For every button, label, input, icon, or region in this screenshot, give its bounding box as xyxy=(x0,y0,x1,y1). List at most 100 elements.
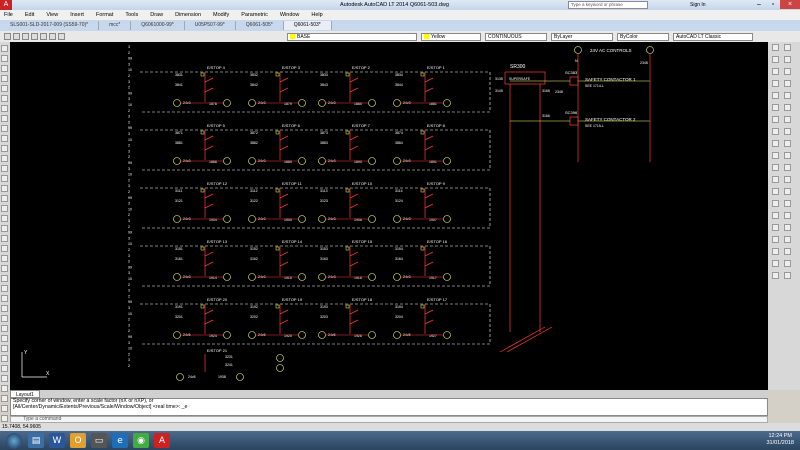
tool-icon[interactable] xyxy=(772,92,779,99)
tool-icon[interactable] xyxy=(1,235,8,242)
tool-icon[interactable] xyxy=(1,275,8,282)
tool-icon[interactable] xyxy=(784,200,791,207)
tool-icon[interactable] xyxy=(772,56,779,63)
tool-icon[interactable] xyxy=(1,45,8,52)
tool-icon[interactable] xyxy=(772,200,779,207)
tool-icon[interactable] xyxy=(1,215,8,222)
tool-icon[interactable] xyxy=(772,116,779,123)
document-tab[interactable]: mcc* xyxy=(99,21,132,30)
tool-icon[interactable] xyxy=(1,405,8,412)
undo-icon[interactable] xyxy=(40,33,47,40)
workspace-combo[interactable]: AutoCAD LT Classic xyxy=(673,32,753,41)
print-icon[interactable] xyxy=(31,33,38,40)
tool-icon[interactable] xyxy=(1,175,8,182)
tool-icon[interactable] xyxy=(1,65,8,72)
menu-view[interactable]: View xyxy=(46,12,59,18)
chrome-icon[interactable]: ◉ xyxy=(133,433,149,448)
menu-draw[interactable]: Draw xyxy=(150,12,164,18)
tool-icon[interactable] xyxy=(1,145,8,152)
tool-icon[interactable] xyxy=(784,56,791,63)
tool-icon[interactable] xyxy=(784,224,791,231)
sign-in-link[interactable]: Sign In xyxy=(690,2,706,8)
layer-properties-icon[interactable] xyxy=(58,33,65,40)
minimize-icon[interactable]: – xyxy=(757,1,761,8)
tool-icon[interactable] xyxy=(1,105,8,112)
tool-icon[interactable] xyxy=(1,285,8,292)
tool-icon[interactable] xyxy=(1,55,8,62)
menu-window[interactable]: Window xyxy=(279,12,300,18)
tool-icon[interactable] xyxy=(1,135,8,142)
tool-icon[interactable] xyxy=(1,245,8,252)
outlook-icon[interactable]: O xyxy=(70,433,86,448)
tool-icon[interactable] xyxy=(772,188,779,195)
save-icon[interactable] xyxy=(22,33,29,40)
tool-icon[interactable] xyxy=(772,236,779,243)
tool-icon[interactable] xyxy=(1,165,8,172)
maximize-icon[interactable]: ▫ xyxy=(771,1,775,8)
tool-icon[interactable] xyxy=(772,80,779,87)
new-icon[interactable] xyxy=(4,33,11,40)
tool-icon[interactable] xyxy=(784,248,791,255)
tool-icon[interactable] xyxy=(772,104,779,111)
tool-icon[interactable] xyxy=(784,140,791,147)
menu-help[interactable]: Help xyxy=(311,12,323,18)
tool-icon[interactable] xyxy=(1,265,8,272)
tool-icon[interactable] xyxy=(784,260,791,267)
tool-icon[interactable] xyxy=(1,225,8,232)
tool-icon[interactable] xyxy=(772,128,779,135)
menu-insert[interactable]: Insert xyxy=(70,12,84,18)
tool-icon[interactable] xyxy=(772,176,779,183)
tool-icon[interactable] xyxy=(1,355,8,362)
tool-icon[interactable] xyxy=(1,155,8,162)
document-tab[interactable]: Q6061000-99* xyxy=(131,21,185,30)
menu-parametric[interactable]: Parametric xyxy=(241,12,268,18)
internet-explorer-icon[interactable]: e xyxy=(112,433,128,448)
explorer-icon[interactable]: ▤ xyxy=(28,433,44,448)
tool-icon[interactable] xyxy=(1,395,8,402)
tool-icon[interactable] xyxy=(1,205,8,212)
tool-icon[interactable] xyxy=(772,68,779,75)
menu-file[interactable]: File xyxy=(4,12,13,18)
document-tab[interactable]: Q6061-503* xyxy=(283,21,332,30)
system-clock[interactable]: 12:24 PM 31/01/2018 xyxy=(766,433,794,447)
tool-icon[interactable] xyxy=(1,325,8,332)
tool-icon[interactable] xyxy=(1,85,8,92)
tool-icon[interactable] xyxy=(784,152,791,159)
tool-icon[interactable] xyxy=(772,164,779,171)
color-combo[interactable]: Yellow xyxy=(421,32,481,41)
lineweight-combo[interactable]: ByLayer xyxy=(551,32,613,41)
tool-icon[interactable] xyxy=(784,128,791,135)
schematic-drawing[interactable]: 3299310232993102329931023299310232993102… xyxy=(10,42,768,390)
tool-icon[interactable] xyxy=(1,115,8,122)
open-icon[interactable] xyxy=(13,33,20,40)
search-input[interactable]: Type a keyword or phrase xyxy=(568,1,648,9)
command-input[interactable]: Type a command xyxy=(10,416,768,423)
tool-icon[interactable] xyxy=(1,335,8,342)
tool-icon[interactable] xyxy=(784,80,791,87)
redo-icon[interactable] xyxy=(49,33,56,40)
linetype-combo[interactable]: CONTINUOUS xyxy=(485,32,547,41)
tool-icon[interactable] xyxy=(1,185,8,192)
tab-layout1[interactable]: Layout1 xyxy=(10,390,40,398)
tool-icon[interactable] xyxy=(772,212,779,219)
tool-icon[interactable] xyxy=(784,104,791,111)
tool-icon[interactable] xyxy=(1,255,8,262)
tool-icon[interactable] xyxy=(1,195,8,202)
menu-edit[interactable]: Edit xyxy=(24,12,35,18)
layer-combo[interactable]: BASE xyxy=(287,32,417,41)
tool-icon[interactable] xyxy=(784,164,791,171)
tool-icon[interactable] xyxy=(784,44,791,51)
tool-icon[interactable] xyxy=(784,212,791,219)
document-tab[interactable]: U05P507-99* xyxy=(185,21,236,30)
tool-icon[interactable] xyxy=(1,315,8,322)
tool-icon[interactable] xyxy=(772,260,779,267)
close-icon[interactable]: × xyxy=(780,0,800,9)
tool-icon[interactable] xyxy=(772,44,779,51)
tool-icon[interactable] xyxy=(772,272,779,279)
tool-icon[interactable] xyxy=(1,75,8,82)
tool-icon[interactable] xyxy=(784,116,791,123)
tool-icon[interactable] xyxy=(1,95,8,102)
tool-icon[interactable] xyxy=(1,375,8,382)
document-tab[interactable]: Q6061-505* xyxy=(236,21,284,30)
